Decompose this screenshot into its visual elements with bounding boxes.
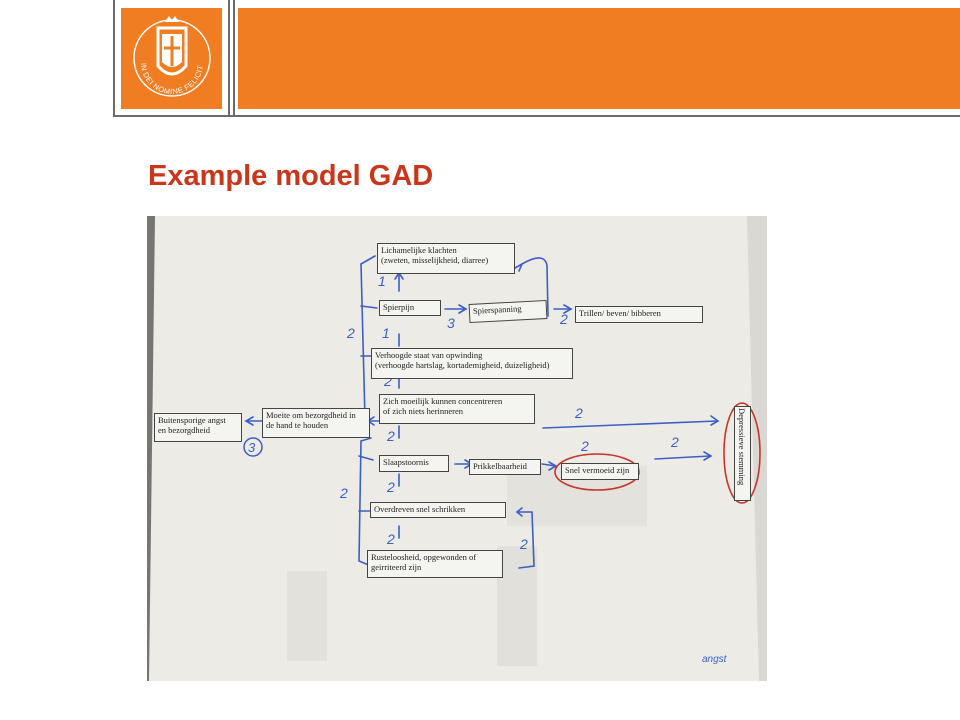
svg-text:2: 2 [559, 311, 568, 327]
svg-text:2: 2 [386, 428, 395, 444]
svg-text:2: 2 [386, 479, 395, 495]
svg-text:angst: angst [702, 654, 728, 665]
svg-text:2: 2 [580, 438, 589, 454]
svg-text:2: 2 [574, 405, 583, 421]
note-concentreren: Zich moeilijk kunnen concentreren of zic… [379, 394, 535, 424]
svg-text:2: 2 [670, 434, 679, 450]
svg-text:2: 2 [339, 485, 348, 501]
university-logo: IN DEI NOMINE FELICITER [118, 1, 222, 109]
note-prikkelbaarheid: Prikkelbaarheid [469, 459, 541, 475]
note-rusteloosheid: Rusteloosheid, opgewonden of geirriteerd… [367, 550, 503, 578]
svg-text:3: 3 [248, 440, 256, 455]
svg-text:1: 1 [382, 325, 390, 341]
note-snel-vermoeid: Snel vermoeid zijn [561, 463, 639, 480]
svg-text:2: 2 [383, 373, 392, 389]
header-separator [233, 0, 235, 116]
note-slaapstoornis: Slaapstoornis [379, 455, 449, 472]
diagram-photo: 2 2 2 2 2 2 2 2 2 2 2 3 1 1 angst 3 Lich… [147, 216, 767, 681]
slide-title: Example model GAD [148, 160, 434, 192]
svg-text:3: 3 [447, 315, 455, 331]
svg-text:1: 1 [378, 273, 386, 289]
note-buitensporige-angst: Buitensporige angst en bezorgdheid [154, 413, 242, 442]
seal-icon: IN DEI NOMINE FELICITER [118, 1, 211, 97]
note-spierspanning: Spierspanning [468, 299, 548, 324]
note-depressieve-stemming: Depressieve stemming [734, 406, 751, 501]
note-moeite-bezorgdheid: Moeite om bezorgdheid in de hand te houd… [262, 408, 370, 438]
note-schrikken: Overdreven snel schrikken [370, 502, 506, 518]
note-lichamelijke-klachten: Lichamelijke klachten (zweten, misselijk… [377, 243, 515, 274]
svg-text:2: 2 [346, 325, 355, 341]
svg-text:2: 2 [519, 536, 528, 552]
svg-text:2: 2 [386, 531, 395, 547]
note-spierpijn: Spierpijn [379, 300, 441, 316]
header-rule [113, 115, 960, 117]
connector-lines: 2 2 2 2 2 2 2 2 2 2 2 3 1 1 angst 3 [243, 255, 761, 665]
note-verhoogde-staat: Verhoogde staat van opwinding (verhoogde… [371, 348, 573, 379]
note-trillen: Trillen/ beven/ bibberen [575, 306, 703, 323]
logo-frame [113, 0, 230, 116]
header-banner [238, 8, 960, 109]
